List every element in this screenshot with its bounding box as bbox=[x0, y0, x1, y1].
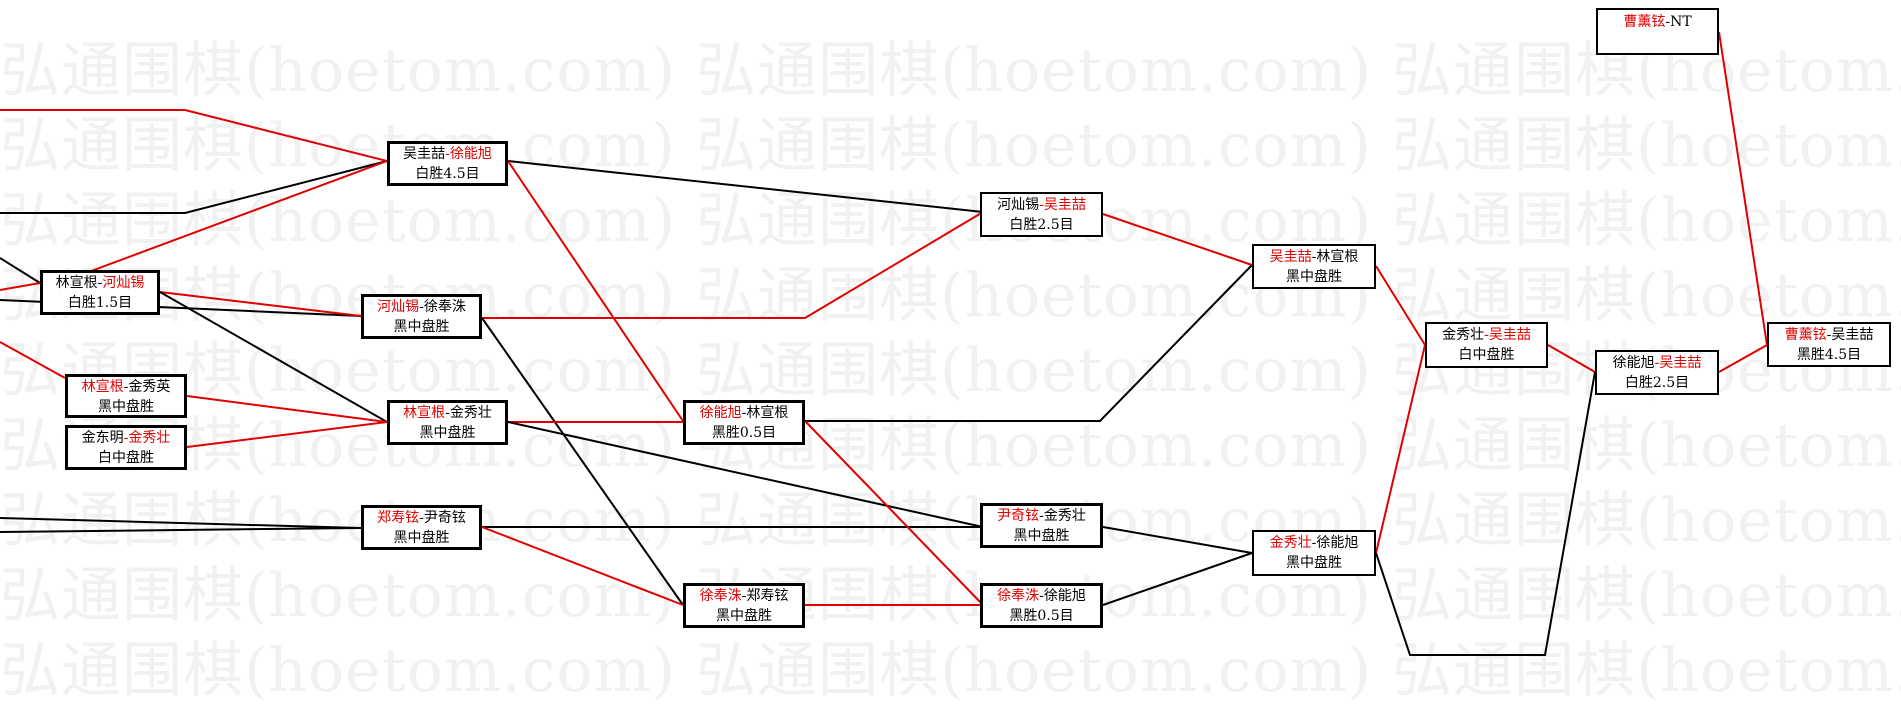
bracket-edge bbox=[0, 257, 41, 284]
match-players: 吴圭喆-徐能旭 bbox=[403, 146, 492, 162]
match-players: 尹奇铉-金秀壮 bbox=[997, 508, 1086, 524]
bracket-edge bbox=[1375, 265, 1426, 346]
match-box[interactable]: 林宣根-金秀英 黑中盘胜 bbox=[65, 374, 187, 418]
bracket-edge bbox=[1718, 344, 1768, 373]
match-result: 黑胜4.5目 bbox=[1796, 347, 1862, 363]
bracket-edge bbox=[39, 160, 388, 291]
match-players: 河灿锡-徐奉洙 bbox=[377, 299, 466, 315]
match-players: 金秀壮-徐能旭 bbox=[1269, 535, 1359, 551]
bracket-edge bbox=[1375, 344, 1426, 554]
match-result: 白胜4.5目 bbox=[415, 166, 480, 182]
match-players: 林宣根-河灿锡 bbox=[55, 275, 145, 291]
bracket-edge bbox=[159, 291, 388, 423]
match-box[interactable]: 河灿锡-吴圭喆 白胜2.5目 bbox=[980, 192, 1103, 237]
match-players: 河灿锡-吴圭喆 bbox=[997, 197, 1086, 213]
match-box[interactable]: 曹薰铉-NT bbox=[1596, 8, 1719, 55]
bracket-edge bbox=[1375, 371, 1596, 656]
match-box[interactable]: 河灿锡-徐奉洙 黑中盘胜 bbox=[361, 294, 482, 339]
match-result: 白中盘胜 bbox=[98, 450, 154, 466]
bracket-lines bbox=[0, 31, 1768, 656]
match-result: 白胜1.5目 bbox=[67, 295, 133, 311]
bracket-edge bbox=[0, 109, 388, 162]
bracket-edge bbox=[1547, 344, 1596, 373]
match-box[interactable]: 郑寿铉-尹奇铉 黑中盘胜 bbox=[361, 505, 482, 550]
match-players: 曹薰铉-NT bbox=[1623, 14, 1692, 30]
bracket-edge bbox=[1718, 31, 1768, 346]
match-box[interactable]: 尹奇铉-金秀壮 黑中盘胜 bbox=[980, 503, 1103, 548]
match-box[interactable]: 徐能旭-林宣根 黑胜0.5目 bbox=[683, 400, 805, 445]
bracket-edge bbox=[186, 421, 388, 448]
watermark-row: 弘通围棋(hoetom.com) 弘通围棋(hoetom.com) 弘通围棋(h… bbox=[0, 111, 1901, 181]
match-box[interactable]: 吴圭喆-林宣根 黑中盘胜 bbox=[1252, 244, 1376, 289]
match-box[interactable]: 曹薰铉-吴圭喆 黑胜4.5目 bbox=[1767, 322, 1891, 367]
match-result: 白中盘胜 bbox=[1458, 347, 1515, 363]
bracket-edge bbox=[0, 282, 41, 291]
match-players: 林宣根-金秀壮 bbox=[403, 405, 492, 421]
bracket-edge bbox=[507, 160, 684, 422]
match-players: 吴圭喆-林宣根 bbox=[1269, 249, 1359, 265]
match-result: 黑胜0.5目 bbox=[711, 425, 777, 441]
match-players: 徐能旭-吴圭喆 bbox=[1612, 355, 1702, 371]
bracket-edge bbox=[0, 517, 362, 529]
watermark-row: 弘通围棋(hoetom.com) 弘通围棋(hoetom.com) 弘通围棋(h… bbox=[0, 36, 1901, 106]
match-result: 黑中盘胜 bbox=[716, 608, 772, 624]
match-players: 曹薰铉-吴圭喆 bbox=[1784, 327, 1874, 343]
match-players: 徐能旭-林宣根 bbox=[699, 405, 789, 421]
bracket-edge bbox=[1102, 213, 1253, 266]
match-result: 白胜2.5目 bbox=[1009, 217, 1074, 233]
match-result: 黑中盘胜 bbox=[393, 530, 450, 546]
watermark-row: 弘通围棋(hoetom.com) 弘通围棋(hoetom.com) 弘通围棋(h… bbox=[0, 186, 1901, 256]
match-box[interactable]: 林宣根-金秀壮 黑中盘胜 bbox=[387, 400, 508, 445]
bracket-edge bbox=[507, 160, 984, 213]
bracket-edge bbox=[0, 160, 388, 214]
match-result: 黑中盘胜 bbox=[98, 399, 154, 415]
bracket-edge bbox=[482, 211, 984, 319]
match-box[interactable]: 徐奉洙-郑寿铉 黑中盘胜 bbox=[683, 583, 805, 628]
match-box[interactable]: 徐能旭-吴圭喆 白胜2.5目 bbox=[1595, 350, 1719, 395]
match-players: 徐奉洙-徐能旭 bbox=[997, 588, 1086, 604]
match-players: 金东明-金秀壮 bbox=[81, 430, 171, 446]
bracket-edge bbox=[481, 526, 684, 606]
match-box[interactable]: 吴圭喆-徐能旭 白胜4.5目 bbox=[387, 141, 508, 186]
match-players: 林宣根-金秀英 bbox=[81, 379, 171, 395]
match-box[interactable]: 徐奉洙-徐能旭 黑胜0.5目 bbox=[980, 583, 1103, 628]
bracket-edge bbox=[186, 395, 388, 423]
bracket-edge bbox=[507, 421, 984, 528]
match-players: 郑寿铉-尹奇铉 bbox=[377, 510, 466, 526]
bracket-edge bbox=[1102, 552, 1253, 606]
bracket-edge bbox=[481, 317, 684, 606]
match-box[interactable]: 金秀壮-徐能旭 黑中盘胜 bbox=[1252, 530, 1376, 576]
match-box[interactable]: 金东明-金秀壮 白中盘胜 bbox=[65, 425, 187, 470]
bracket-edge bbox=[0, 527, 362, 533]
bracket-edge bbox=[805, 264, 1253, 422]
match-box[interactable]: 金秀壮-吴圭喆 白中盘胜 bbox=[1425, 322, 1548, 368]
match-result: 黑中盘胜 bbox=[1286, 555, 1342, 571]
match-result: 黑中盘胜 bbox=[419, 425, 476, 441]
bracket-edge bbox=[0, 341, 66, 379]
match-players: 徐奉洙-郑寿铉 bbox=[699, 588, 789, 604]
match-result: 黑中盘胜 bbox=[393, 319, 450, 335]
match-players: 金秀壮-吴圭喆 bbox=[1442, 327, 1531, 343]
match-result: 黑中盘胜 bbox=[1013, 528, 1070, 544]
match-result: 黑胜0.5目 bbox=[1009, 608, 1074, 624]
match-result: 白胜2.5目 bbox=[1624, 375, 1690, 391]
bracket-edge bbox=[159, 291, 362, 317]
bracket-edge bbox=[1102, 526, 1253, 554]
match-result: 黑中盘胜 bbox=[1286, 269, 1342, 285]
bracket-edge bbox=[804, 420, 984, 606]
match-box[interactable]: 林宣根-河灿锡 白胜1.5目 bbox=[40, 270, 160, 315]
